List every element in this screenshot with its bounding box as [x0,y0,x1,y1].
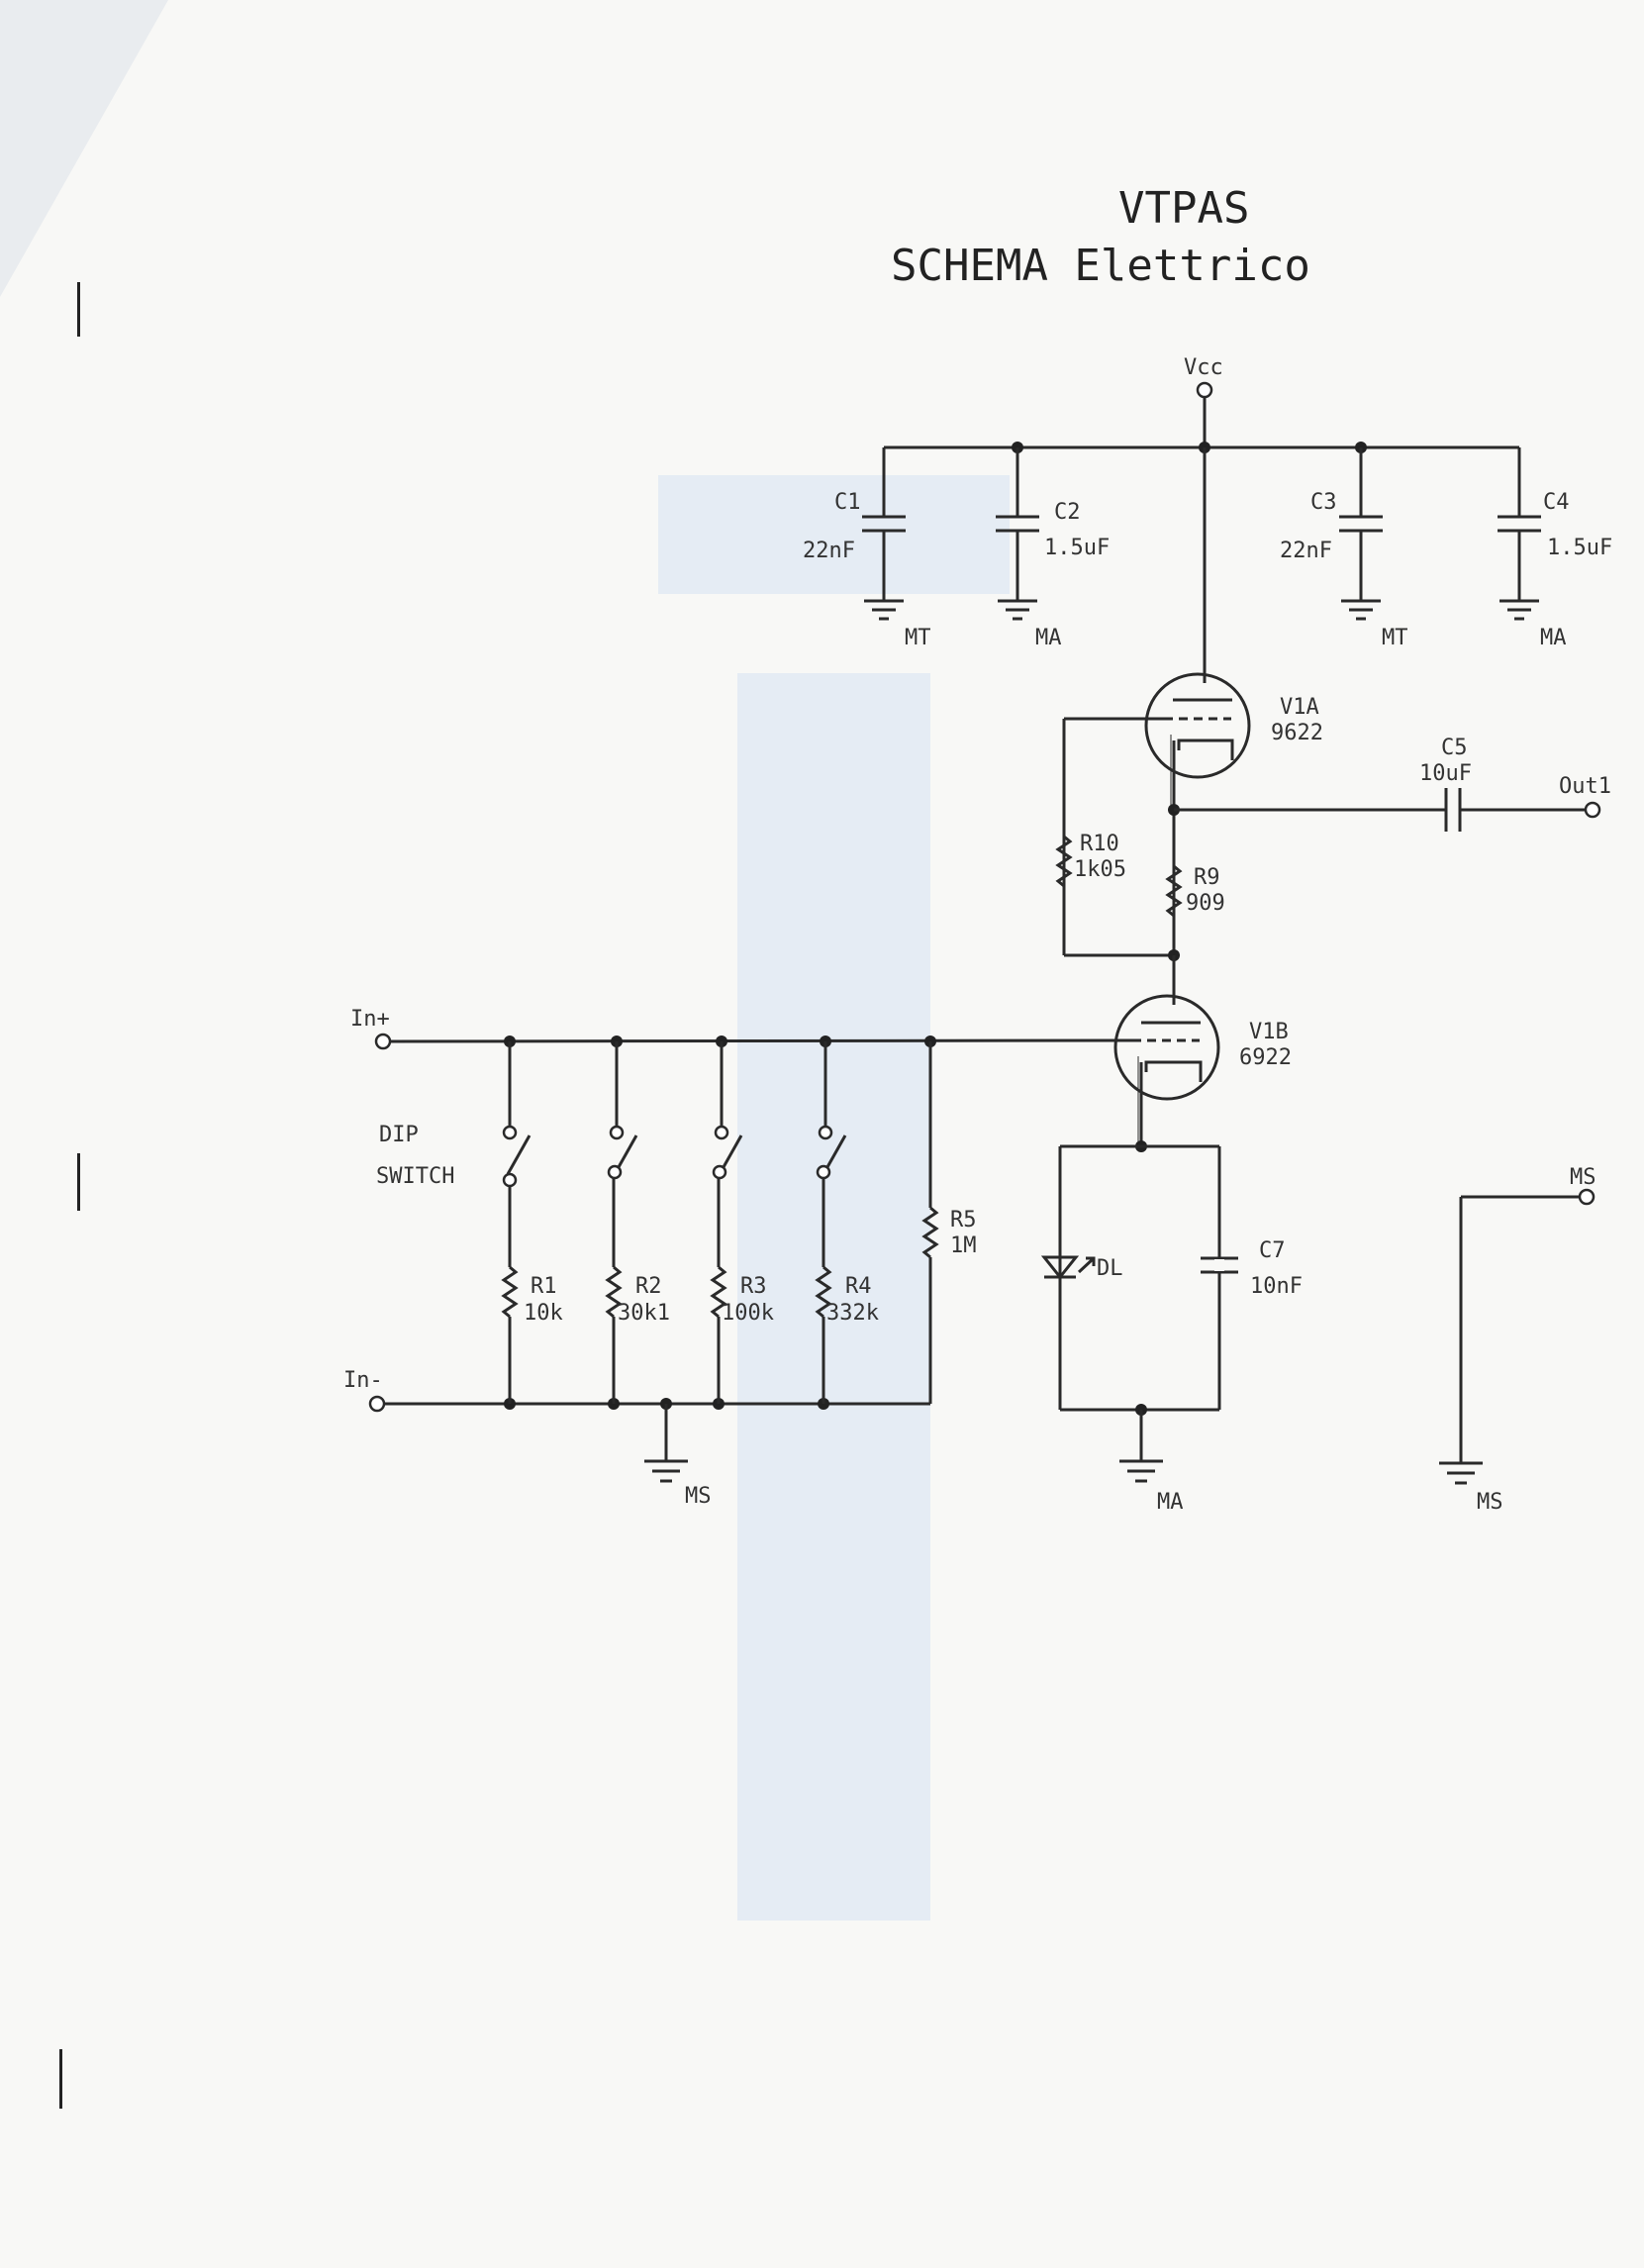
c3-name-label: C3 [1310,490,1337,515]
r2-name-label: R2 [635,1274,662,1299]
input-minus-label: In- [343,1368,383,1393]
branch-r3 [710,1041,743,1404]
resistor-r10 [1055,835,1073,888]
ms-terminal[interactable] [1578,1188,1596,1206]
punch-mark-middle [77,1153,80,1211]
ms-ground-link [1439,1188,1596,1485]
capacitor-c3 [1339,447,1383,621]
dip-switch-label-line1: DIP [379,1123,419,1147]
tube-v1b [1113,955,1220,1146]
input-plus-terminal[interactable] [374,1033,392,1050]
c4-ground-label: MA [1540,626,1567,650]
c5-name-label: C5 [1441,736,1468,760]
r2-value-label: 30k1 [618,1301,670,1326]
v1b-name-label: V1B [1249,1020,1289,1044]
capacitor-c5 [1415,788,1586,832]
r9-value-label: 909 [1186,891,1225,916]
v1a-type-label: 9622 [1271,721,1323,745]
c7-value-label: 10nF [1250,1274,1303,1299]
r3-name-label: R3 [740,1274,767,1299]
c3-value-label: 22nF [1280,539,1332,563]
page-title: VTPAS [1118,183,1250,234]
ma-cathode-ground-label: MA [1157,1490,1184,1515]
output-terminal[interactable] [1584,801,1601,819]
r5-value-label: 1M [950,1233,977,1258]
c5-value-label: 10uF [1419,761,1472,786]
punch-mark-bottom [59,2049,62,2109]
v1a-name-label: V1A [1280,695,1319,720]
c2-ground-label: MA [1035,626,1062,650]
c2-value-label: 1.5uF [1044,536,1110,560]
r1-name-label: R1 [531,1274,557,1299]
r10-value-label: 1k05 [1074,857,1126,882]
r4-value-label: 332k [826,1301,879,1326]
capacitor-c1 [862,447,906,621]
tube-v1a [1064,447,1251,810]
c2-name-label: C2 [1054,500,1081,525]
led-dl [1040,1255,1096,1280]
c7-name-label: C7 [1259,1238,1286,1263]
scan-highlight [658,475,1010,1921]
r3-value-label: 100k [722,1301,774,1326]
r5-name-label: R5 [950,1208,977,1233]
vcc-terminal[interactable] [1196,381,1213,399]
ms-input-ground-label: MS [685,1484,712,1509]
resistor-r9 [1165,864,1183,918]
input-minus-terminal[interactable] [368,1395,386,1413]
dip-switch-label-line2: SWITCH [376,1164,454,1189]
ms-terminal-label: MS [1570,1165,1596,1190]
c4-value-label: 1.5uF [1547,536,1612,560]
c4-name-label: C4 [1543,490,1570,515]
input-section [368,1033,1133,1483]
c1-value-label: 22nF [803,539,855,563]
r1-value-label: 10k [524,1301,563,1326]
r4-name-label: R4 [845,1274,872,1299]
input-plus-label: In+ [350,1007,390,1032]
scan-corner-shadow [0,0,168,297]
page-subtitle: SCHEMA Elettrico [891,241,1310,291]
v1b-type-label: 6922 [1239,1045,1292,1070]
punch-mark-top [77,282,80,337]
capacitor-c4 [1498,447,1541,621]
capacitor-c7 [1201,1256,1238,1274]
vcc-label: Vcc [1184,355,1223,380]
led-label: DL [1097,1256,1123,1281]
r10-name-label: R10 [1080,832,1119,856]
branch-r2 [605,1041,638,1404]
branch-r1 [501,1041,532,1404]
capacitor-c2 [996,447,1039,621]
c3-ground-label: MT [1382,626,1408,650]
r9-name-label: R9 [1194,865,1220,890]
resistor-r5 [921,1041,939,1404]
c1-ground-label: MT [905,626,931,650]
c1-name-label: C1 [834,490,861,515]
ms-ground-label: MS [1477,1490,1503,1515]
cathode-network-v1b [1058,1140,1221,1483]
branch-r4 [815,1041,847,1404]
output-label: Out1 [1559,774,1611,799]
